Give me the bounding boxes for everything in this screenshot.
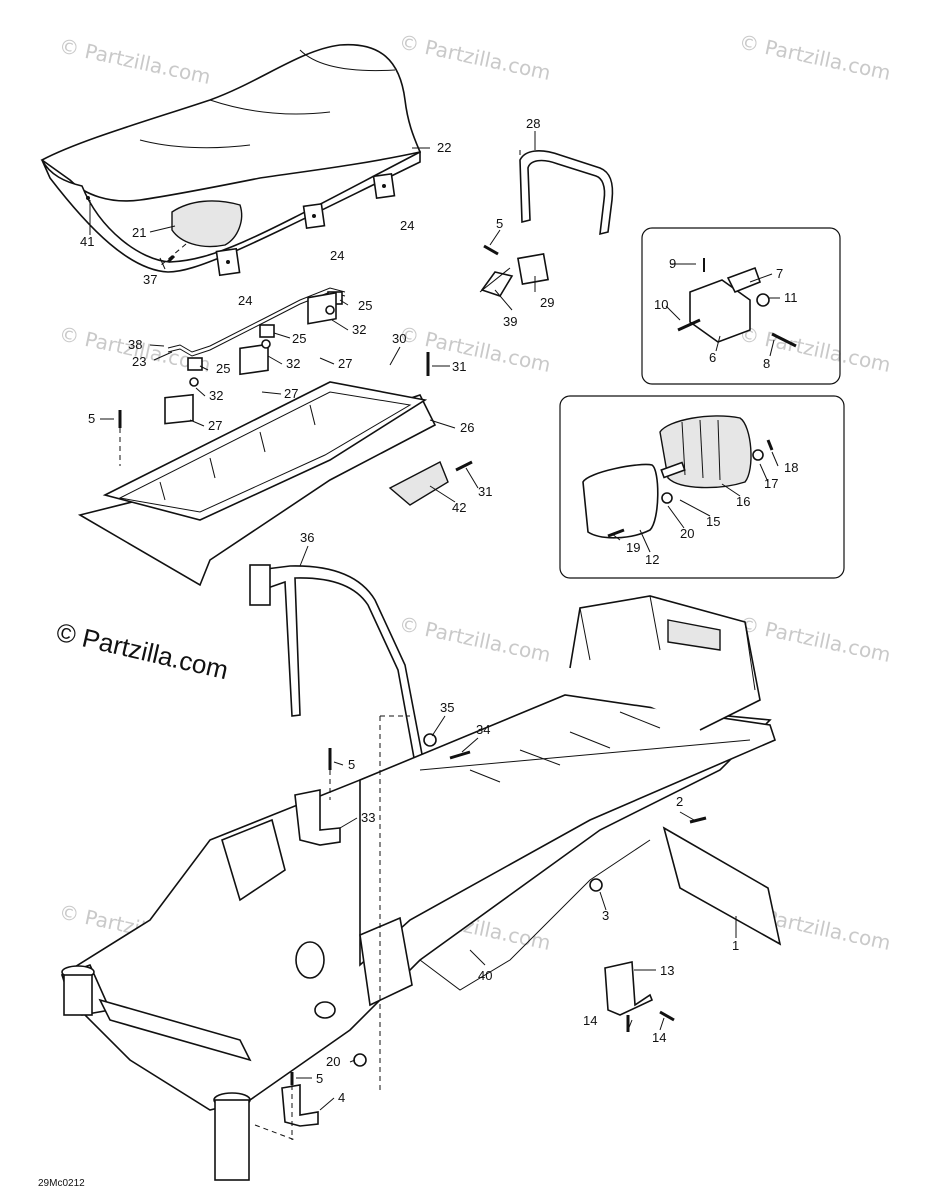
inset-box-taillight	[559, 395, 845, 579]
callout-21: 21	[132, 225, 146, 240]
callout-5: 5	[348, 757, 355, 772]
callout-5: 5	[88, 411, 95, 426]
callout-27: 27	[284, 386, 298, 401]
watermark-text: © Partzilla.com	[737, 611, 893, 667]
bracket-33	[294, 789, 341, 846]
callout-39: 39	[503, 314, 517, 329]
callout-7: 7	[776, 266, 783, 281]
part-labels: 22 21 41 37 24 24 24 28 5 29 39 25 25 25…	[80, 116, 798, 1105]
callout-15: 15	[706, 514, 720, 529]
callout-31: 31	[478, 484, 492, 499]
callout-25: 25	[292, 331, 306, 346]
hinge-brackets	[215, 172, 396, 277]
callout-19: 19	[626, 540, 640, 555]
callout-2: 2	[676, 794, 683, 809]
callout-12: 12	[645, 552, 659, 567]
watermark-text: © Partzilla.com	[397, 611, 553, 667]
callout-20: 20	[680, 526, 694, 541]
callout-6: 6	[709, 350, 716, 365]
callout-5: 5	[316, 1071, 323, 1086]
callout-42: 42	[452, 500, 466, 515]
callout-32: 32	[209, 388, 223, 403]
callout-18: 18	[784, 460, 798, 475]
callout-25: 25	[358, 298, 372, 313]
callout-27: 27	[338, 356, 352, 371]
callout-36: 36	[300, 530, 314, 545]
callout-38: 38	[128, 337, 142, 352]
inset-box-bracket	[641, 227, 841, 385]
callout-8: 8	[763, 356, 770, 371]
callout-4: 4	[338, 1090, 345, 1105]
callout-5: 5	[496, 216, 503, 231]
light-bracket	[677, 258, 797, 348]
seat-clips	[164, 291, 337, 425]
flap-bracket	[604, 961, 654, 1016]
callout-30: 30	[392, 331, 406, 346]
callout-27: 27	[208, 418, 222, 433]
callout-32: 32	[286, 356, 300, 371]
grab-handle	[519, 150, 614, 236]
callout-31: 31	[452, 359, 466, 374]
callout-33: 33	[361, 810, 375, 825]
cover-42	[388, 461, 449, 506]
callout-37: 37	[143, 272, 157, 287]
fasteners	[118, 244, 774, 1085]
callout-11: 11	[784, 290, 798, 305]
watermark-text: © Partzilla.com	[397, 29, 553, 85]
callout-29: 29	[540, 295, 554, 310]
callout-13: 13	[660, 963, 674, 978]
callout-24: 24	[330, 248, 344, 263]
callout-35: 35	[440, 700, 454, 715]
callout-24: 24	[238, 293, 252, 308]
callout-22: 22	[437, 140, 451, 155]
storage-tray	[77, 381, 437, 587]
handle-bracket	[479, 253, 549, 297]
watermark-text: © Partzilla.com	[57, 33, 213, 89]
leader-lines	[89, 131, 780, 1141]
callout-14: 14	[583, 1013, 597, 1028]
callout-32: 32	[352, 322, 366, 337]
callout-28: 28	[526, 116, 540, 131]
rear-bumper-arch	[249, 564, 426, 781]
watermark-text: © Partzilla.com	[737, 29, 893, 85]
callout-14: 14	[652, 1030, 666, 1045]
callout-34: 34	[476, 722, 490, 737]
callout-10: 10	[654, 297, 668, 312]
callout-9: 9	[669, 256, 676, 271]
callout-20: 20	[326, 1054, 340, 1069]
watermark-text: © Partzilla.com	[737, 321, 893, 377]
bracket-4	[281, 1084, 319, 1127]
chassis-frame	[60, 595, 776, 1181]
snow-flap	[662, 826, 782, 946]
callout-3: 3	[602, 908, 609, 923]
callout-24: 24	[400, 218, 414, 233]
callout-41: 41	[80, 234, 94, 249]
callout-17: 17	[764, 476, 778, 491]
callout-16: 16	[736, 494, 750, 509]
callout-26: 26	[460, 420, 474, 435]
taillight	[582, 415, 764, 539]
watermark-main: © Partzilla.com	[54, 617, 231, 686]
watermark-text: © Partzilla.com	[397, 321, 553, 377]
callout-40: 40	[478, 968, 492, 983]
seat	[40, 43, 422, 273]
drawing-code: 29Mc0212	[38, 1178, 85, 1189]
callout-23: 23	[132, 354, 146, 369]
callout-1: 1	[732, 938, 739, 953]
callout-25: 25	[216, 361, 230, 376]
